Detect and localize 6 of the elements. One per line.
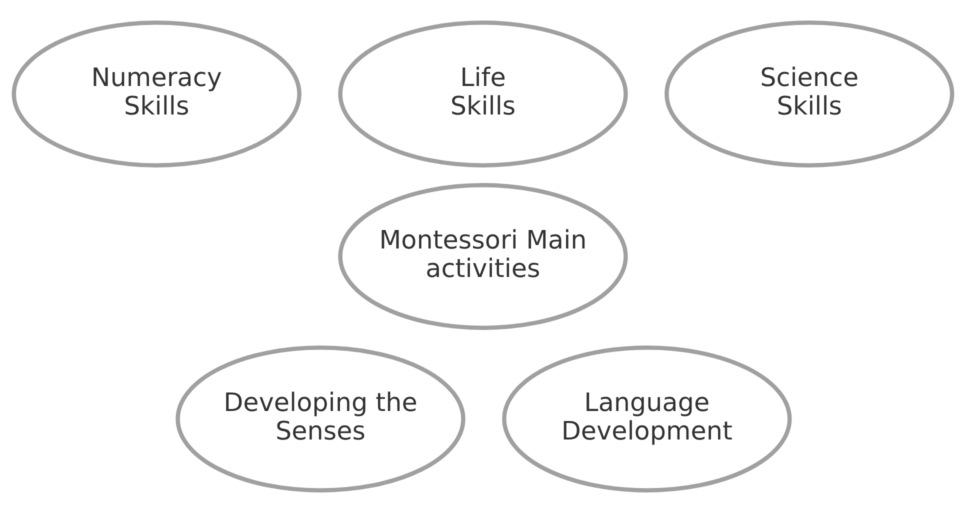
node-ellipse: Language Development — [502, 346, 792, 492]
node-ellipse: Numeracy Skills — [12, 20, 302, 168]
node-ellipse: Montessori Main activities — [338, 183, 628, 330]
node-ellipse: Developing the Senses — [176, 346, 466, 492]
node-ellipse: Science Skills — [664, 20, 954, 168]
node-ellipse: Life Skills — [338, 20, 628, 168]
